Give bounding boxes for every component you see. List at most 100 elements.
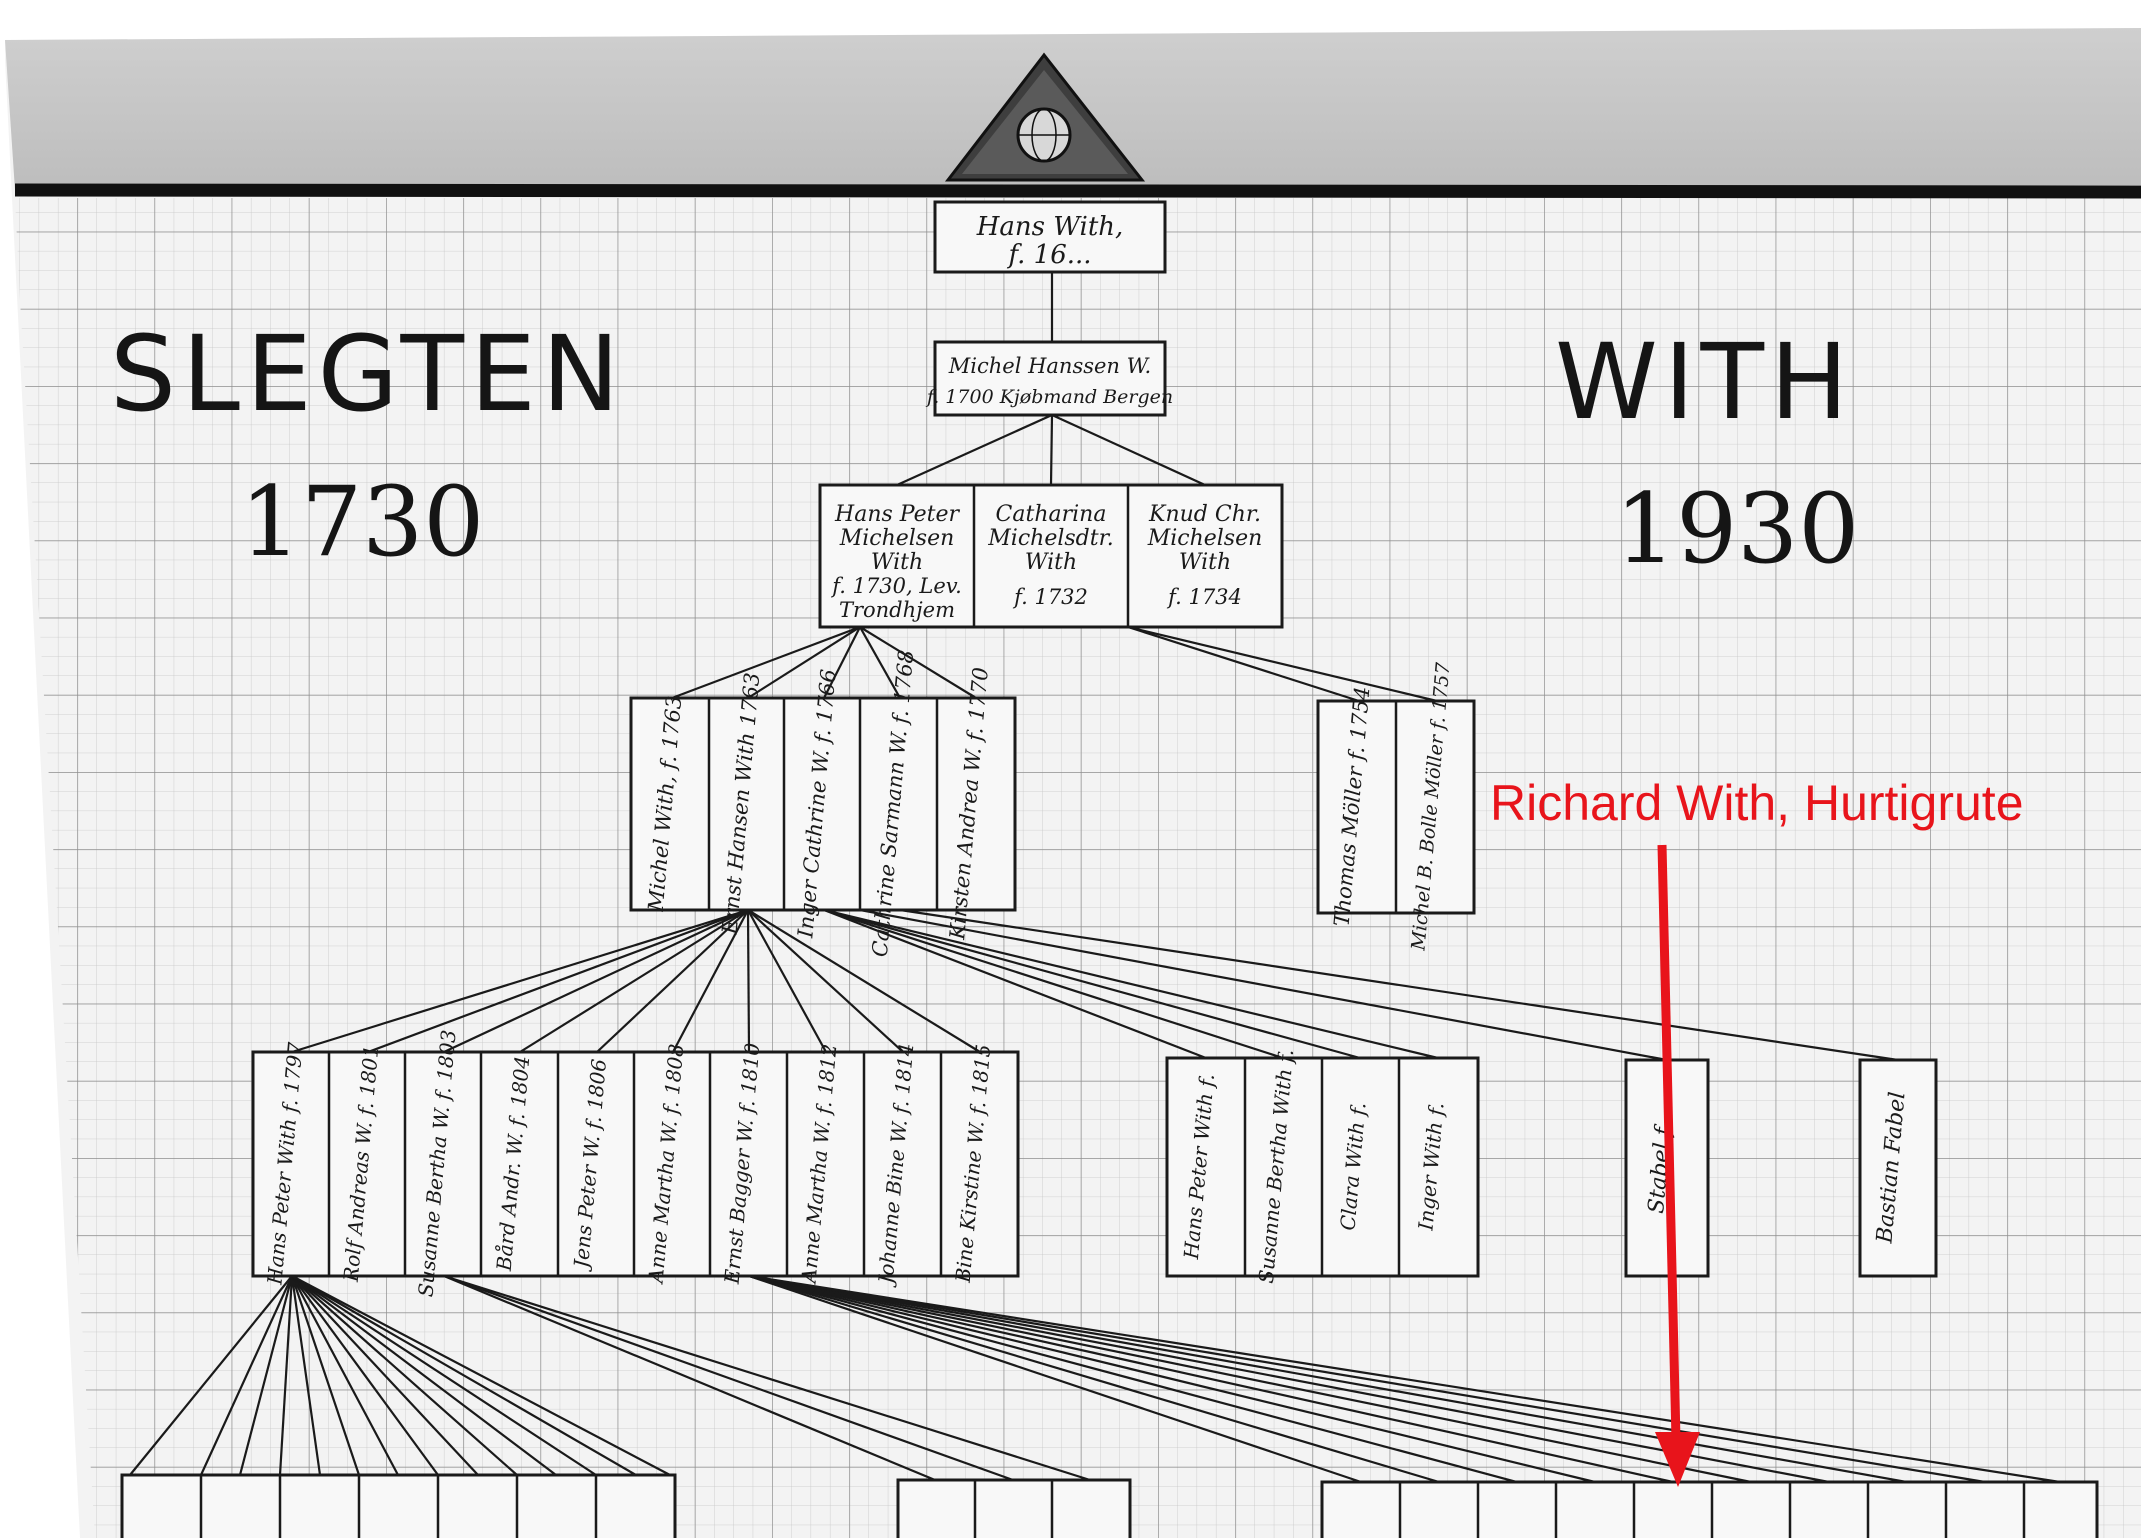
person-name: Hans Peter (834, 502, 960, 527)
connector-line (823, 908, 1284, 1060)
person-detail: Trondhjem (839, 598, 955, 622)
connector-line (899, 908, 1899, 1062)
connector-line (291, 1275, 557, 1476)
connector-line (443, 1274, 1091, 1482)
connector-line (291, 1275, 671, 1476)
connector-line (748, 1274, 1518, 1484)
person-name: Michelsen (839, 526, 955, 551)
connector-line (1127, 625, 1360, 703)
connector-line (747, 909, 981, 1053)
connector-line (443, 909, 749, 1053)
connector-line (278, 1275, 294, 1476)
connector-line (443, 1274, 1014, 1482)
generation-5a-box (251, 1050, 1020, 1278)
connector-line (746, 909, 751, 1053)
connector-line (1049, 414, 1054, 486)
connector-line (238, 1275, 294, 1476)
generation-3-box (818, 483, 1284, 629)
person-detail: f. 1730, Lev. (830, 574, 962, 598)
generation-2: Michel Hanssen W. f. 1700 Kjøbmand Berge… (925, 340, 1173, 417)
connector-line (291, 908, 749, 1054)
connector-line (443, 1274, 936, 1482)
person-box-hans-with (933, 200, 1167, 274)
connector-line (747, 626, 861, 699)
person-name: Michelsdtr. (987, 526, 1113, 551)
person-catharina-michelsdtr-with: Catharina Michelsdtr. With f. 1732 (987, 502, 1113, 609)
connector-line (672, 909, 749, 1053)
generation-6-partial (120, 1473, 2099, 1538)
connector-line (748, 1274, 1440, 1484)
connector-line (748, 1274, 1986, 1484)
generation-6b-box (896, 1478, 1132, 1538)
connector-line (748, 1274, 1830, 1484)
person-name: With (1179, 550, 1231, 575)
connector-line (859, 626, 901, 699)
title-left-year: 1730 (240, 466, 484, 578)
connector-line (199, 1275, 294, 1476)
person-hans-peter-michelsen-with: Hans Peter Michelsen With f. 1730, Lev. … (830, 502, 962, 622)
connector-line (823, 626, 861, 699)
generation-3: Hans Peter Michelsen With f. 1730, Lev. … (818, 483, 1284, 629)
generation-5-group-a: Hans Peter With f. 1797 Rolf Andreas W. … (251, 1029, 1020, 1298)
generation-1: Hans With, f. 16... (933, 200, 1167, 274)
annotation-arrow-shaft (1657, 844, 1681, 1441)
connector-line (747, 909, 904, 1053)
connector-line (291, 1275, 399, 1476)
person-box-michel-hanssen (933, 340, 1167, 417)
connector-line (823, 908, 1439, 1060)
triangle-globe-emblem (944, 52, 1146, 182)
connector-line (823, 908, 1207, 1060)
connector-line (748, 1274, 1674, 1484)
connector-line (671, 625, 861, 700)
title-right-year: 1930 (1615, 473, 1859, 585)
connector-line (1127, 625, 1438, 703)
connector-line (748, 1274, 1596, 1484)
person-detail: f. 1732 (1012, 585, 1088, 609)
connector-line (291, 1275, 518, 1476)
generation-5-group-d: Bastian Fabel (1858, 1058, 1938, 1278)
connector-line (290, 1275, 361, 1476)
generation-6c-box (1320, 1480, 2099, 1538)
person-knud-chr-michelsen-with: Knud Chr. Michelsen With f. 1734 (1147, 502, 1263, 609)
connector-line (596, 909, 749, 1053)
richard-with-annotation: Richard With, Hurtigrute (1490, 775, 2024, 1487)
connector-line (290, 1275, 322, 1476)
connector-line (859, 908, 1668, 1062)
person-name: Michel Hanssen W. (948, 354, 1151, 378)
connector-line (129, 1275, 293, 1476)
connector-line (291, 1275, 479, 1476)
person-name: Catharina (996, 502, 1107, 527)
grid-paper (15, 198, 2141, 1538)
tree-connectors (129, 272, 2061, 1484)
connector-line (748, 1274, 1908, 1484)
person-detail: f. 16... (1006, 240, 1091, 270)
connector-line (748, 1274, 1752, 1484)
connector-line (859, 626, 977, 699)
connector-line (1051, 413, 1206, 487)
generation-5-group-b: Hans Peter With f. Susanne Bertha With f… (1165, 1048, 1480, 1284)
connector-line (519, 909, 749, 1053)
person-name: Knud Chr. (1148, 502, 1261, 527)
person-name: Michelsen (1147, 526, 1263, 551)
title-right-word: WITH (1555, 321, 1854, 443)
connector-line (747, 909, 827, 1053)
annotation-label: Richard With, Hurtigrute (1490, 775, 2024, 831)
title-left-word: SLEGTEN (110, 313, 626, 435)
header-rule (14, 183, 2141, 199)
generation-4-group-b: Thomas Möller f. 1754 Michel B. Bolle Mö… (1316, 661, 1476, 952)
generation-4-group-a: Michel With, f. 1763 Ernst Hansen With 1… (629, 649, 1017, 958)
connector-line (748, 1274, 2061, 1484)
generation-6a-box (120, 1473, 677, 1538)
person-name: With (871, 550, 923, 575)
connector-line (291, 1275, 637, 1476)
annotation-arrowhead (1655, 1432, 1700, 1487)
connector-line (291, 1275, 597, 1476)
person-detail: f. 1700 Kjøbmand Bergen (925, 386, 1173, 408)
person-name: With (1025, 550, 1077, 575)
person-detail: f. 1734 (1166, 585, 1242, 609)
connector-line (748, 1274, 1362, 1484)
connector-line (367, 908, 749, 1054)
connector-line (896, 413, 1053, 487)
generation-4a-box (629, 696, 1017, 912)
